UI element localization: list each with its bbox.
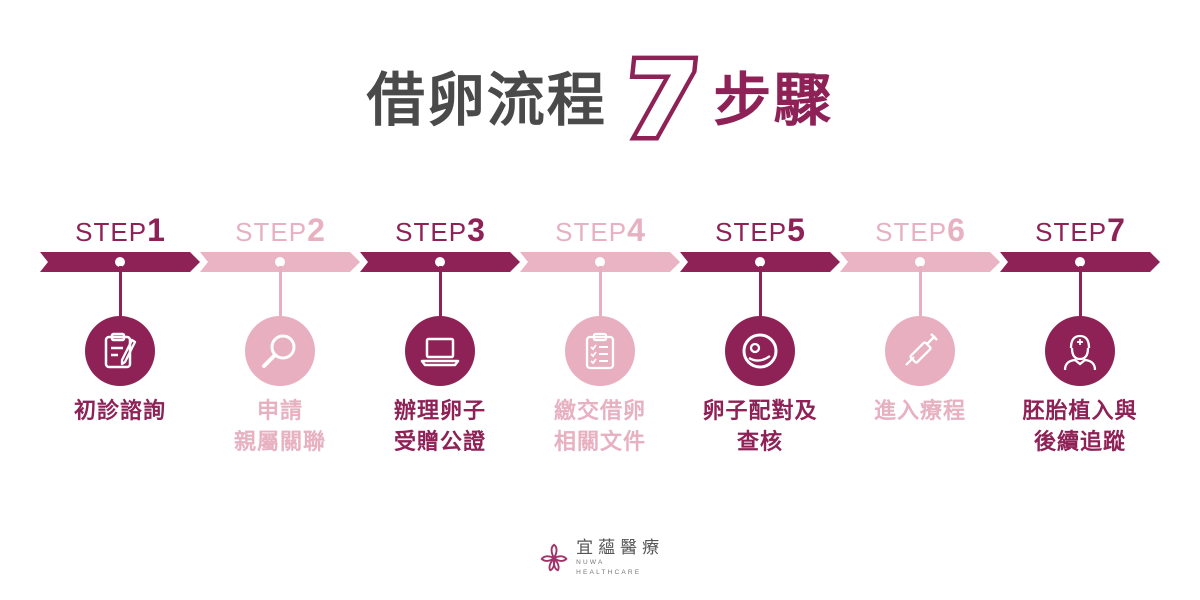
step-label: STEP4 [520,214,680,253]
timeline-dot [755,257,765,267]
step-caption-line: 受贈公證 [393,430,486,455]
title-text-suffix: 步驟 [713,66,834,134]
timeline-dot [1075,257,1085,267]
timeline-dot [595,257,605,267]
step-caption: 進入療程 [840,396,1000,427]
step-caption-line: 相關文件 [553,430,646,455]
timeline-dot [915,257,925,267]
syringe-icon [905,333,938,366]
step-label: STEP5 [680,214,840,253]
step-caption-line: 後續追蹤 [1033,430,1126,455]
step-caption: 卵子配對及查核 [680,396,840,458]
step-icon-badge [565,316,635,386]
step-number: 1 [147,212,165,248]
brand-logo: 宜蘊醫療 NUWA HEALTHCARE [538,538,668,578]
egg-cell-icon [742,333,778,369]
step-number: 5 [787,212,805,248]
connector-line [758,266,762,320]
step-icon-badge [245,316,315,386]
step-label: STEP1 [40,214,200,253]
page-title: 借卵流程 7 步驟 [0,35,1200,166]
logo-subtitle: NUWA HEALTHCARE [576,559,642,576]
connector-line [438,266,442,320]
step-number: 7 [1107,212,1125,248]
step-label: STEP2 [200,214,360,253]
step-caption: 繳交借卵相關文件 [520,396,680,458]
connector-line [118,266,122,320]
step-icon-badge [405,316,475,386]
step-label: STEP6 [840,214,1000,253]
checklist-icon [585,332,615,370]
step-icon-badge [885,316,955,386]
step-label: STEP7 [1000,214,1160,253]
step-caption-line: 卵子配對及 [702,399,818,424]
step-word: STEP [555,217,628,247]
step-caption: 辦理卵子受贈公證 [360,396,520,458]
step-word: STEP [75,217,148,247]
step-icon-badge [725,316,795,386]
timeline-dot [275,257,285,267]
clipboard-pencil-icon [104,332,137,369]
step-word: STEP [235,217,308,247]
step-caption-line: 繳交借卵 [553,399,646,424]
connector-line [598,266,602,320]
timeline-dot [435,257,445,267]
step-word: STEP [875,217,948,247]
step-number: 6 [947,212,965,248]
title-text: 借卵流程 [366,66,607,134]
step-caption-line: 親屬關聯 [233,430,326,455]
step-caption: 初診諮詢 [40,396,200,427]
magnifier-icon [262,334,296,368]
flower-logo-icon [540,543,568,572]
logo-name: 宜蘊醫療 [576,538,665,558]
step-number: 3 [467,212,485,248]
timeline-dot [115,257,125,267]
step-caption: 胚胎植入與後續追蹤 [1000,396,1160,458]
step-word: STEP [715,217,788,247]
connector-line [1078,266,1082,320]
step-icon-badge [85,316,155,386]
step-caption-line: 辦理卵子 [393,399,486,424]
step-caption-line: 查核 [736,430,783,455]
step-caption-line: 申請 [256,399,303,424]
connector-line [278,266,282,320]
step-word: STEP [1035,217,1108,247]
step-icon-badge [1045,316,1115,386]
step-caption-line: 進入療程 [873,399,966,424]
step-caption-line: 初診諮詢 [73,399,166,424]
connector-line [918,266,922,320]
step-caption: 申請親屬關聯 [200,396,360,458]
step-number: 4 [627,212,645,248]
step-word: STEP [395,217,468,247]
laptop-icon [420,337,460,367]
doctor-icon [1063,334,1097,371]
step-caption-line: 胚胎植入與 [1022,399,1138,424]
step-label: STEP3 [360,214,520,253]
step-number: 2 [307,212,325,248]
